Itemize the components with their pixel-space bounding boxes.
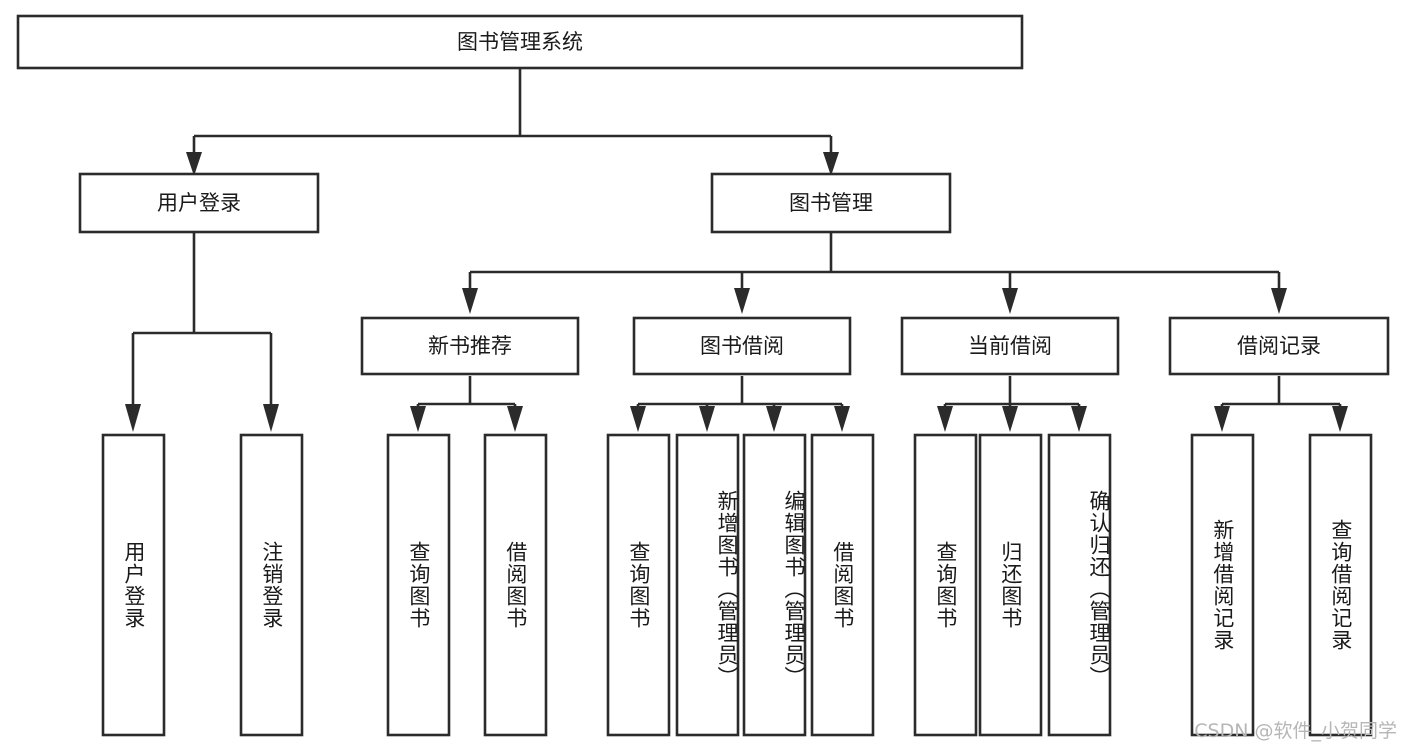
leaf-box-book-borrow-4[interactable] bbox=[810, 433, 875, 737]
arrowhead-newbook-leaf1 bbox=[410, 406, 426, 432]
node-current-borrow-box[interactable] bbox=[900, 316, 1120, 376]
arrowhead-borrow-record bbox=[1271, 288, 1287, 314]
leaf-box-book-borrow-2[interactable] bbox=[675, 433, 740, 737]
leaf-box-book-borrow-1[interactable] bbox=[606, 433, 671, 737]
node-root[interactable]: 图书管理系统 bbox=[16, 14, 1024, 70]
node-book-borrow-box[interactable] bbox=[632, 316, 852, 376]
node-borrow-record-box[interactable] bbox=[1168, 316, 1390, 376]
leaf-box-new-book-2[interactable] bbox=[483, 433, 548, 737]
node-borrow-record-label: 借阅记录 bbox=[1237, 334, 1321, 358]
node-borrow-record[interactable]: 借阅记录 bbox=[1168, 316, 1390, 376]
arrowhead-book-borrow bbox=[734, 288, 750, 314]
node-book-management[interactable]: 图书管理 bbox=[710, 172, 952, 234]
leaf-box-new-book-1[interactable] bbox=[386, 433, 451, 737]
arrowhead-currentborrow-leaf2 bbox=[1002, 406, 1018, 432]
arrowhead-bookborrow-leaf3 bbox=[766, 406, 782, 432]
arrowhead-userlogin bbox=[186, 152, 202, 176]
leaf-box-current-borrow-1[interactable] bbox=[913, 433, 978, 737]
leaf-box-user-login-2[interactable] bbox=[239, 433, 304, 737]
node-new-book-recommend-box[interactable] bbox=[360, 316, 580, 376]
node-user-login-label: 用户登录 bbox=[157, 191, 241, 215]
node-user-login-box[interactable] bbox=[78, 172, 320, 234]
leaf-box-user-login-1[interactable] bbox=[101, 433, 166, 737]
arrowhead-current-borrow bbox=[1002, 288, 1018, 314]
arrowhead-borrowrecord-leaf1 bbox=[1214, 406, 1230, 432]
arrowhead-currentborrow-leaf1 bbox=[937, 406, 953, 432]
arrowhead-logout-leaf bbox=[263, 404, 279, 432]
arrowhead-newbook-leaf2 bbox=[507, 406, 523, 432]
node-user-login[interactable]: 用户登录 bbox=[78, 172, 320, 234]
leaf-box-current-borrow-2[interactable] bbox=[978, 433, 1043, 737]
node-current-borrow[interactable]: 当前借阅 bbox=[900, 316, 1120, 376]
arrowhead-borrowrecord-leaf2 bbox=[1332, 406, 1348, 432]
arrowhead-currentborrow-leaf3 bbox=[1071, 406, 1087, 432]
node-current-borrow-label: 当前借阅 bbox=[968, 334, 1052, 358]
leaf-box-borrow-record-1[interactable] bbox=[1190, 433, 1255, 737]
node-book-management-label: 图书管理 bbox=[789, 191, 873, 215]
node-book-management-box[interactable] bbox=[710, 172, 952, 234]
arrowhead-bookborrow-leaf4 bbox=[834, 406, 850, 432]
node-root-box[interactable] bbox=[16, 14, 1024, 70]
leaf-box-current-borrow-3[interactable] bbox=[1047, 433, 1112, 737]
arrowhead-bookmgmt bbox=[823, 152, 839, 176]
connector-group bbox=[125, 68, 1348, 432]
leaf-box-borrow-record-2[interactable] bbox=[1308, 433, 1373, 737]
arrowhead-new-book bbox=[462, 288, 478, 314]
node-new-book-recommend-label: 新书推荐 bbox=[428, 334, 512, 358]
arrowhead-user-login-leaf bbox=[125, 404, 141, 432]
node-new-book-recommend[interactable]: 新书推荐 bbox=[360, 316, 580, 376]
node-book-borrow-label: 图书借阅 bbox=[700, 334, 784, 358]
leaf-box-book-borrow-3[interactable] bbox=[742, 433, 807, 737]
node-root-label: 图书管理系统 bbox=[457, 30, 583, 54]
arrowhead-bookborrow-leaf1 bbox=[630, 406, 646, 432]
arrowhead-bookborrow-leaf2 bbox=[699, 406, 715, 432]
node-book-borrow[interactable]: 图书借阅 bbox=[632, 316, 852, 376]
